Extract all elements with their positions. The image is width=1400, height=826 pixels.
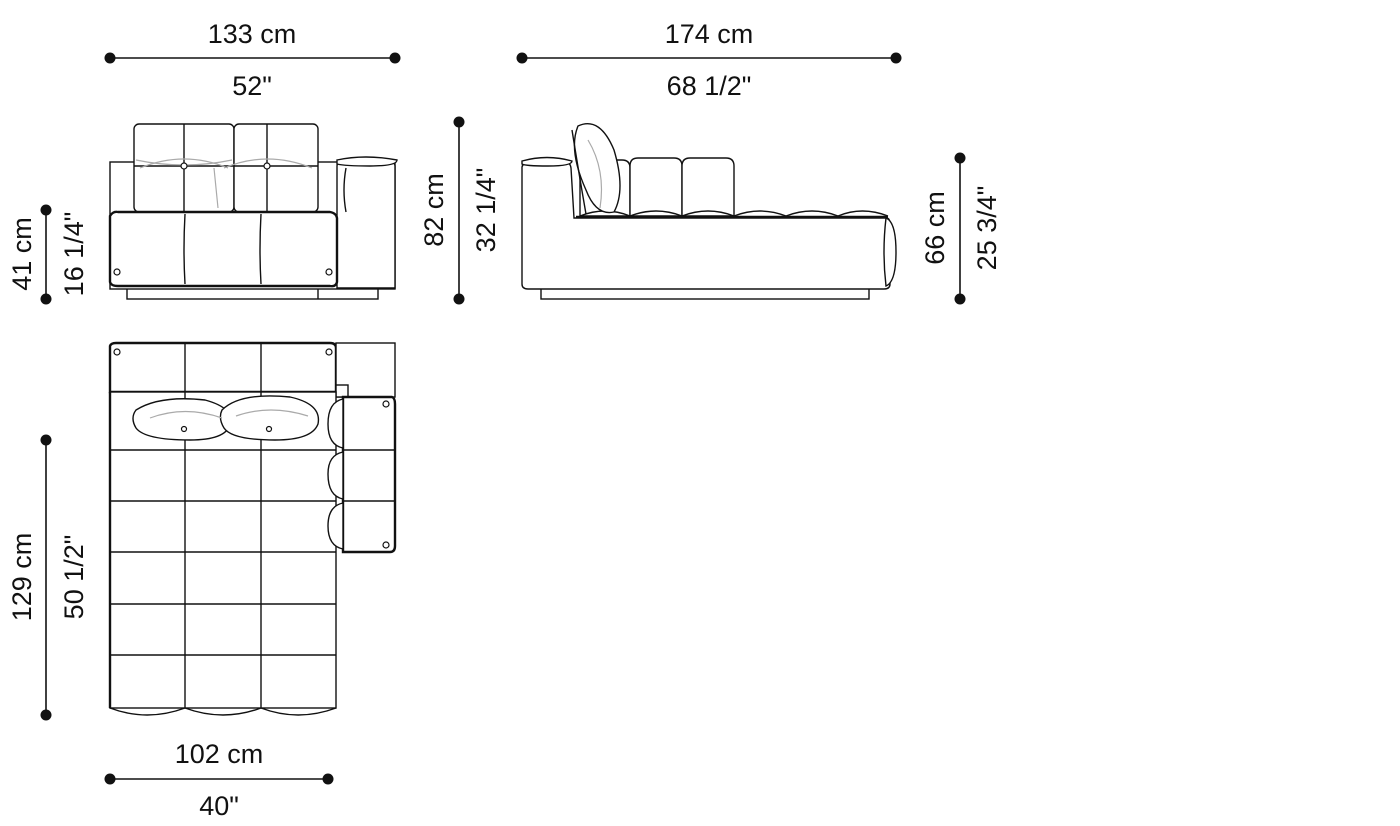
dimension-seat-height: 41 cm 16 1/4" <box>7 204 89 305</box>
side-width-in-label: 68 1/2" <box>667 71 752 101</box>
plan-width-cm-label: 102 cm <box>175 739 264 769</box>
side-width-cm-label: 174 cm <box>665 19 754 49</box>
front-width-in-label: 52" <box>232 71 272 101</box>
dimension-plan-depth: 129 cm 50 1/2" <box>7 434 89 721</box>
dimension-total-height: 82 cm 32 1/4" <box>419 116 501 305</box>
seat-height-cm-label: 41 cm <box>7 217 37 291</box>
front-width-cm-label: 133 cm <box>208 19 297 49</box>
sofa-side-view <box>521 123 897 300</box>
plan-depth-in-label: 50 1/2" <box>59 535 89 620</box>
plan-depth-cm-label: 129 cm <box>7 533 37 622</box>
arm-height-cm-label: 66 cm <box>920 191 950 265</box>
dimension-front-width: 133 cm 52" <box>104 19 401 101</box>
total-height-in-label: 32 1/4" <box>471 168 501 253</box>
dimension-side-width: 174 cm 68 1/2" <box>516 19 902 101</box>
seat-height-in-label: 16 1/4" <box>59 212 89 297</box>
total-height-cm-label: 82 cm <box>419 173 449 247</box>
sofa-plan-view <box>108 341 397 716</box>
dimension-plan-width: 102 cm 40" <box>104 739 334 821</box>
arm-height-in-label: 25 3/4" <box>972 186 1002 271</box>
sofa-front-view <box>108 123 398 300</box>
dimension-arm-height: 66 cm 25 3/4" <box>920 152 1002 305</box>
plan-width-in-label: 40" <box>199 791 239 821</box>
